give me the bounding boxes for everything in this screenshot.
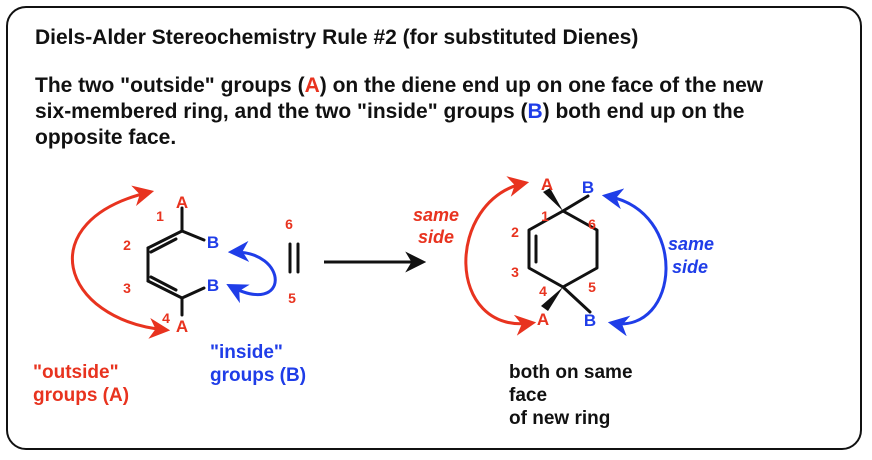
desc-part3: six-membered ring, and the two "inside" … [35,100,528,123]
diene-group-b-bottom: B [207,276,219,295]
rule-description: The two "outside" groups (A) on the dien… [35,73,763,151]
product-atom-label-2: 2 [511,224,519,240]
inside-caption-line2: groups (B) [210,365,306,386]
product-group-a-top: A [541,175,553,194]
same-side-right-line2: side [672,257,708,277]
wedge-c1-a [543,188,563,211]
product-group-b-bottom: B [584,311,596,330]
product-group-b-top: B [582,178,594,197]
cyclohexene-ring [527,209,599,289]
desc-part1: The two "outside" groups ( [35,74,305,97]
dienophile-structure [288,242,300,274]
dienophile-atom-label-5: 5 [288,290,296,306]
product-caption-line2: face [509,385,547,406]
product-atom-label-3: 3 [511,264,519,280]
product-atom-label-6: 6 [588,216,596,232]
diene-atom-label-4: 4 [162,310,170,326]
diene-atom-label-1: 1 [156,208,164,224]
desc-part5: opposite face. [35,126,177,149]
figure-title: Diels-Alder Stereochemistry Rule #2 (for… [35,26,639,49]
diene-group-a-top: A [176,193,188,212]
same-side-right-line1: same [668,234,714,254]
diene-group-a-bottom: A [176,317,188,336]
product-caption-line3: of new ring [509,408,610,429]
diene-bond-c1-b [180,229,206,242]
diene-structure [146,206,206,317]
same-side-left-line2: side [418,227,454,247]
desc-letter-a: A [304,74,320,97]
desc-letter-b: B [527,100,543,123]
product-atom-label-1: 1 [541,208,549,224]
diene-atom-label-2: 2 [123,237,131,253]
diene-group-b-top: B [207,233,219,252]
outside-caption-line1: "outside" [33,362,119,383]
product-caption-line1: both on same [509,362,633,383]
same-side-arrow-left [464,176,537,336]
desc-part4: ) both end up on the [542,100,745,123]
same-side-arrow-right [601,188,668,337]
diene-bond-c4-b [180,286,206,300]
same-side-left-line1: same [413,205,459,225]
product-group-a-bottom: A [537,310,549,329]
outside-caption-line2: groups (A) [33,385,129,406]
wedge-c4-a [541,287,563,311]
outside-groups-arrow [71,185,171,339]
desc-part2: ) on the diene end up on one face of the… [319,74,764,97]
bond-c4-b [561,285,592,314]
product-atom-label-5: 5 [588,279,596,295]
product-atom-label-4: 4 [539,283,547,299]
inside-groups-arrow [226,240,277,304]
dienophile-atom-label-6: 6 [285,216,293,232]
bond-c1-b [561,194,590,213]
inside-caption-line1: "inside" [210,342,283,363]
diene-atom-label-3: 3 [123,280,131,296]
